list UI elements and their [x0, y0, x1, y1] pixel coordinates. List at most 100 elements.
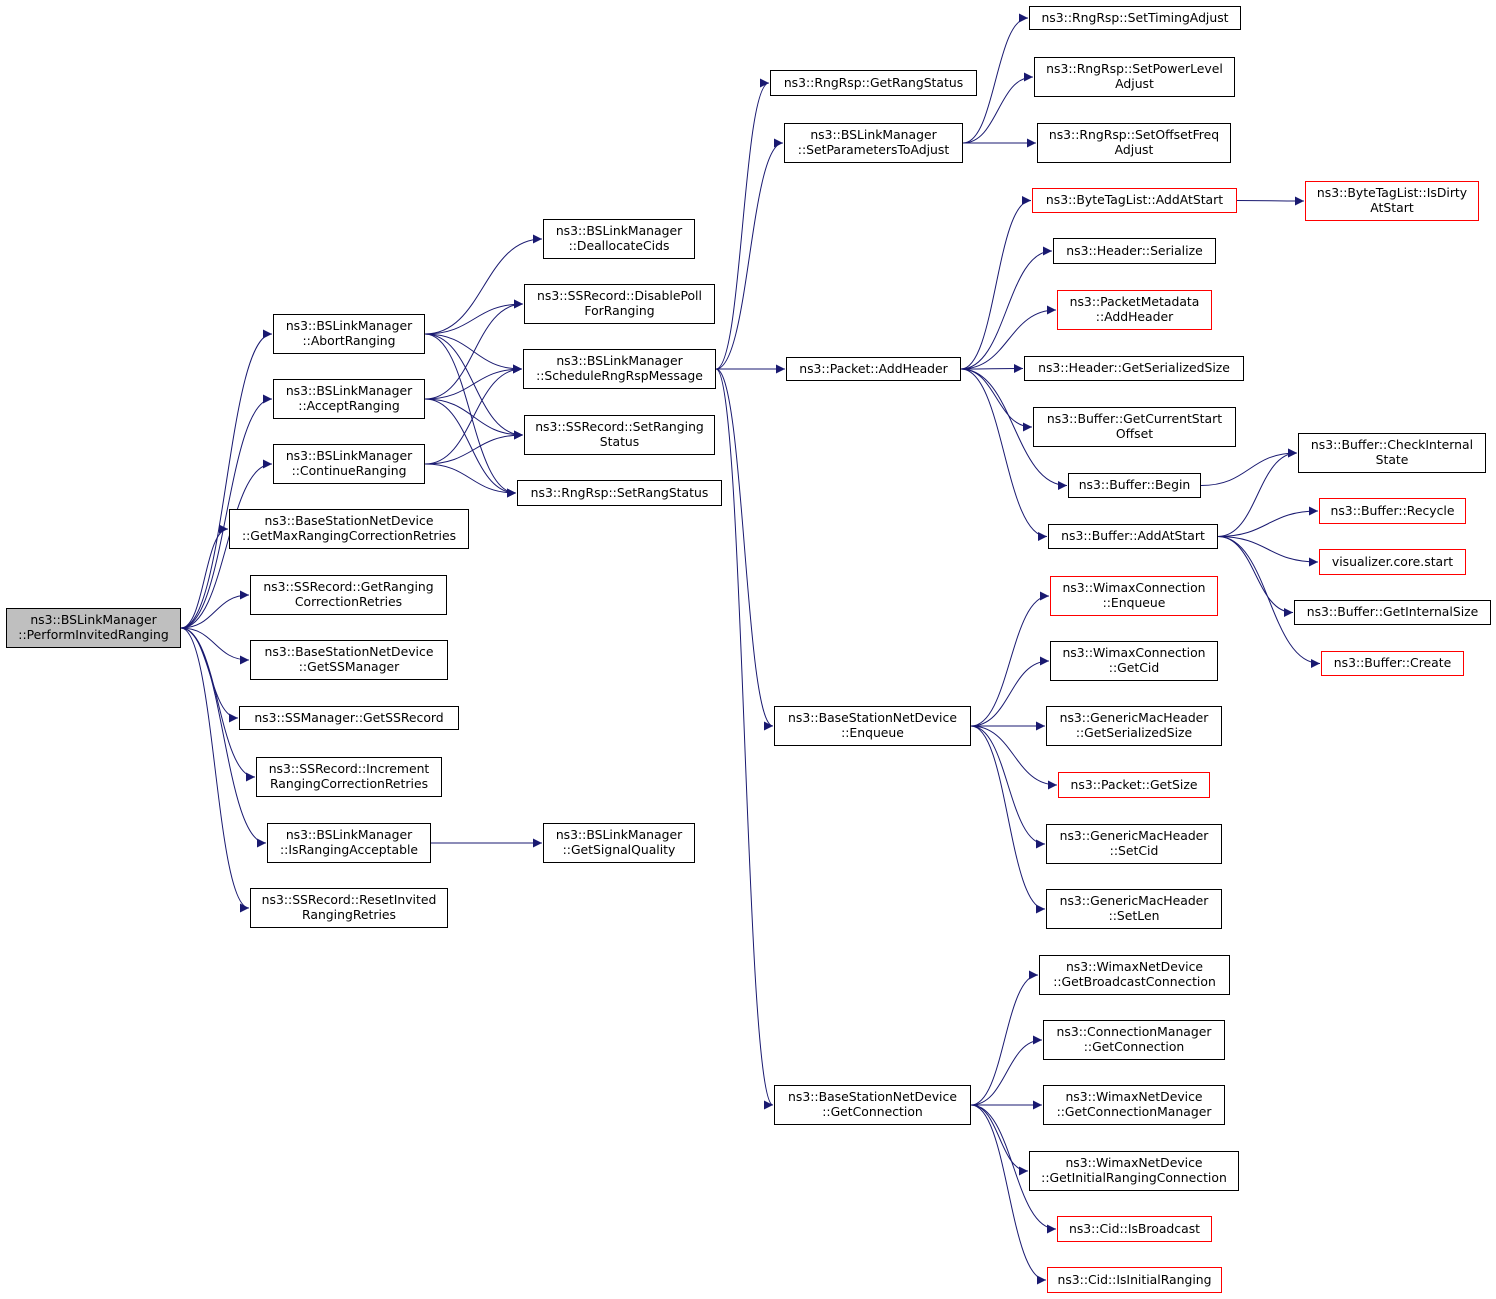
node-packet-metadata-add-header[interactable]: ns3::PacketMetadata::AddHeader: [1057, 290, 1212, 330]
node-generic-mac-header-set-len[interactable]: ns3::GenericMacHeader::SetLen: [1046, 889, 1222, 929]
node-set-parameters-to-adjust[interactable]: ns3::BSLinkManager::SetParametersToAdjus…: [784, 123, 963, 163]
node-bsnd-enqueue[interactable]: ns3::BaseStationNetDevice::Enqueue: [774, 706, 971, 746]
node-label-line-2: ::GetBroadcastConnection: [1053, 974, 1216, 989]
node-label-line-1: ns3::WimaxConnection: [1062, 645, 1206, 661]
node-get-signal-quality[interactable]: ns3::BSLinkManager::GetSignalQuality: [543, 823, 695, 863]
edge-schedule_rng_rsp_message-to-bsnd_enqueue: [715, 368, 774, 731]
node-cid-is-initial-ranging[interactable]: ns3::Cid::IsInitialRanging: [1047, 1267, 1222, 1293]
node-label-line-2: ::GetSSManager: [298, 659, 400, 674]
edge-accept_ranging-to-set_rang_status: [424, 398, 517, 498]
node-packet-get-size[interactable]: ns3::Packet::GetSize: [1058, 772, 1210, 798]
node-label-line-2: ::AddHeader: [1095, 309, 1174, 324]
node-label-line-1: ns3::SSRecord::GetRanging: [263, 579, 434, 595]
node-label-line-1: ns3::ByteTagList::IsDirty: [1316, 185, 1468, 201]
node-buffer-get-internal-size[interactable]: ns3::Buffer::GetInternalSize: [1294, 600, 1491, 625]
node-label-line-1: ns3::ByteTagList::AddAtStart: [1045, 192, 1224, 208]
node-continue-ranging[interactable]: ns3::BSLinkManager::ContinueRanging: [273, 444, 425, 484]
node-label-line-2: Adjust: [1114, 142, 1154, 157]
node-label-line-1: ns3::Buffer::CheckInternal: [1310, 437, 1474, 453]
node-get-ss-record[interactable]: ns3::SSManager::GetSSRecord: [239, 706, 459, 730]
node-deallocate-cids[interactable]: ns3::BSLinkManager::DeallocateCids: [543, 219, 695, 259]
node-label-line-1: ns3::WimaxNetDevice: [1065, 959, 1204, 975]
node-byte-tag-list-add-at-start[interactable]: ns3::ByteTagList::AddAtStart: [1032, 188, 1237, 213]
node-is-ranging-acceptable[interactable]: ns3::BSLinkManager::IsRangingAcceptable: [267, 823, 431, 863]
edge-bsnd_enqueue-to-wimax_connection_get_cid: [970, 656, 1050, 727]
edge-set_parameters_to_adjust-to-set_timing_adjust: [962, 13, 1029, 144]
node-label-line-2: ::GetConnectionManager: [1056, 1104, 1212, 1119]
edge-set_parameters_to_adjust-to-set_power_level_adjust: [962, 72, 1034, 144]
node-label-line-1: ns3::RngRsp::GetRangStatus: [783, 74, 964, 90]
node-label-line-2: AtStart: [1370, 200, 1414, 215]
node-label-line-1: ns3::Header::Serialize: [1066, 242, 1203, 258]
edge-bsnd_get_connection-to-cid_is_initial_ranging: [970, 1104, 1047, 1285]
edge-continue_ranging-to-schedule_rng_rsp_message: [424, 364, 523, 465]
node-label-line-1: visualizer.core.start: [1331, 553, 1454, 569]
node-label-line-1: ns3::Cid::IsInitialRanging: [1057, 1271, 1212, 1287]
node-schedule-rng-rsp-message[interactable]: ns3::BSLinkManager::ScheduleRngRspMessag…: [523, 349, 716, 389]
node-abort-ranging[interactable]: ns3::BSLinkManager::AbortRanging: [273, 314, 425, 354]
node-label-line-1: ns3::BSLinkManager: [285, 448, 413, 464]
node-buffer-add-at-start[interactable]: ns3::Buffer::AddAtStart: [1048, 524, 1218, 549]
node-visualizer-core-start[interactable]: visualizer.core.start: [1319, 549, 1466, 575]
node-label-line-2: State: [1375, 452, 1409, 467]
node-label-line-1: ns3::GenericMacHeader: [1059, 828, 1209, 844]
node-label-line-1: ns3::SSRecord::Increment: [268, 761, 430, 777]
edge-packet_add_header-to-header_serialize: [960, 246, 1053, 370]
edge-accept_ranging-to-schedule_rng_rsp_message: [424, 364, 523, 400]
node-label-line-2: ::AbortRanging: [302, 333, 396, 348]
node-perform-invited-ranging[interactable]: ns3::BSLinkManager::PerformInvitedRangin…: [6, 608, 181, 648]
edge-perform_invited_ranging-to-continue_ranging: [180, 459, 273, 629]
node-wimax-connection-enqueue[interactable]: ns3::WimaxConnection::Enqueue: [1050, 576, 1218, 616]
node-get-max-ranging-correction-retries[interactable]: ns3::BaseStationNetDevice::GetMaxRanging…: [229, 509, 469, 549]
node-get-initial-ranging-connection[interactable]: ns3::WimaxNetDevice::GetInitialRangingCo…: [1029, 1151, 1239, 1191]
edge-buffer_add_at_start-to-buffer_get_internal_size: [1217, 536, 1294, 617]
node-label-line-1: ns3::BaseStationNetDevice: [264, 513, 434, 529]
node-generic-mac-header-get-serialized-size[interactable]: ns3::GenericMacHeader::GetSerializedSize: [1046, 706, 1222, 746]
node-set-rang-status[interactable]: ns3::RngRsp::SetRangStatus: [517, 480, 722, 506]
node-get-connection-manager[interactable]: ns3::WimaxNetDevice::GetConnectionManage…: [1043, 1085, 1225, 1125]
node-header-get-serialized-size[interactable]: ns3::Header::GetSerializedSize: [1024, 356, 1244, 381]
node-buffer-begin[interactable]: ns3::Buffer::Begin: [1068, 473, 1201, 498]
node-buffer-create[interactable]: ns3::Buffer::Create: [1321, 651, 1464, 676]
node-label-line-1: ns3::SSRecord::DisablePoll: [537, 288, 702, 304]
node-get-rang-status[interactable]: ns3::RngRsp::GetRangStatus: [770, 70, 977, 96]
node-buffer-recycle[interactable]: ns3::Buffer::Recycle: [1319, 498, 1466, 524]
node-label-line-2: ::GetConnection: [822, 1104, 923, 1119]
node-label-line-1: ns3::Buffer::GetCurrentStart: [1046, 411, 1223, 427]
node-packet-add-header[interactable]: ns3::Packet::AddHeader: [786, 357, 961, 381]
node-label-line-1: ns3::RngRsp::SetTimingAdjust: [1041, 9, 1229, 25]
node-label-line-1: ns3::BaseStationNetDevice: [264, 644, 434, 660]
node-label-line-1: ns3::Buffer::Create: [1333, 655, 1452, 671]
edge-continue_ranging-to-set_rang_status: [424, 463, 517, 498]
node-bsnd-get-connection[interactable]: ns3::BaseStationNetDevice::GetConnection: [774, 1085, 971, 1125]
node-label-line-1: ns3::WimaxConnection: [1062, 580, 1206, 596]
node-label-line-1: ns3::Packet::AddHeader: [799, 360, 948, 376]
node-header-serialize[interactable]: ns3::Header::Serialize: [1053, 238, 1216, 264]
node-get-ss-manager[interactable]: ns3::BaseStationNetDevice::GetSSManager: [250, 640, 448, 680]
node-label-line-1: ns3::GenericMacHeader: [1059, 710, 1209, 726]
node-label-line-2: RangingRetries: [302, 907, 396, 922]
edge-perform_invited_ranging-to-get_max_ranging_correction_retries: [180, 524, 229, 629]
node-label-line-1: ns3::SSRecord::SetRanging: [535, 419, 704, 435]
node-accept-ranging[interactable]: ns3::BSLinkManager::AcceptRanging: [273, 379, 425, 419]
edge-abort_ranging-to-set_rang_status: [424, 333, 517, 498]
node-label-line-1: ns3::ConnectionManager: [1056, 1024, 1212, 1040]
node-cid-is-broadcast[interactable]: ns3::Cid::IsBroadcast: [1057, 1216, 1212, 1242]
node-connection-manager-get-connection[interactable]: ns3::ConnectionManager::GetConnection: [1043, 1020, 1225, 1060]
node-label-line-1: ns3::BSLinkManager: [555, 827, 683, 843]
node-label-line-1: ns3::SSRecord::ResetInvited: [261, 892, 437, 908]
node-set-timing-adjust[interactable]: ns3::RngRsp::SetTimingAdjust: [1029, 6, 1241, 30]
node-wimax-connection-get-cid[interactable]: ns3::WimaxConnection::GetCid: [1050, 641, 1218, 681]
node-get-broadcast-connection[interactable]: ns3::WimaxNetDevice::GetBroadcastConnect…: [1039, 955, 1230, 995]
node-generic-mac-header-set-cid[interactable]: ns3::GenericMacHeader::SetCid: [1046, 824, 1222, 864]
